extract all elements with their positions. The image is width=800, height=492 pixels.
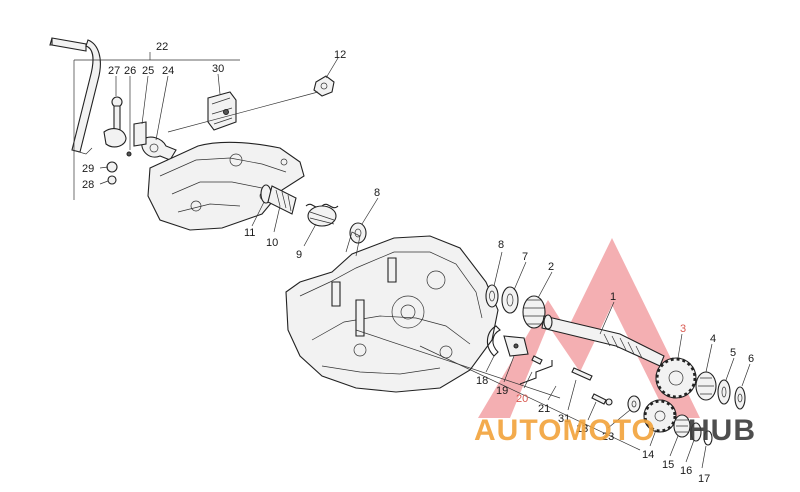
crankcase-cover (147, 141, 305, 231)
watermark-text-hub: HUB (688, 414, 756, 447)
axis-line-upper (167, 91, 319, 133)
callout-23: 23 (602, 431, 614, 443)
part-4-bearing (695, 371, 717, 401)
callout-24: 24 (162, 65, 174, 77)
callout-25: 25 (142, 65, 154, 77)
callout-14: 14 (642, 449, 654, 461)
callout-27: 27 (108, 65, 120, 77)
watermark-text-automoto: AUTOMOTO (474, 414, 656, 447)
callout-20: 20 (516, 393, 528, 405)
watermark-wordmark: AUTOMOTO HUB (474, 414, 756, 447)
callout-22: 22 (156, 41, 168, 53)
group-22-bracket (73, 52, 240, 200)
callout-7: 7 (522, 251, 528, 263)
axis-line-lower (419, 345, 641, 451)
part-21-pin (531, 355, 543, 365)
callout-30: 30 (212, 63, 224, 75)
watermark-mountain-inner (560, 320, 662, 418)
callout-6: 6 (748, 353, 754, 365)
callout-8-lower: 8 (498, 239, 504, 251)
part-18-spring-clip (486, 325, 501, 357)
callout-11: 11 (244, 227, 255, 239)
callout-31: 31 (558, 413, 570, 425)
part-17-circlip (703, 430, 713, 446)
callout-9: 9 (296, 249, 302, 261)
callout-26: 26 (124, 65, 136, 77)
callout-28: 28 (82, 179, 94, 191)
part-8-washer-lower (485, 284, 499, 308)
part-16-washer (690, 422, 702, 442)
callout-8-upper: 8 (374, 187, 380, 199)
part-31-bolt (571, 367, 593, 381)
crankcase-half (285, 231, 499, 393)
callout-18: 18 (476, 375, 488, 387)
part-19-plate (503, 335, 529, 357)
part-13-screw (591, 393, 613, 406)
part-12-nut (313, 75, 335, 97)
callout-16: 16 (680, 465, 692, 477)
part-20-stair-bracket (519, 360, 553, 385)
callout-29: 29 (82, 163, 94, 175)
part-30-bushing (207, 91, 237, 131)
callout-17: 17 (698, 473, 710, 485)
callout-21: 21 (538, 403, 550, 415)
callout-2: 2 (548, 261, 554, 273)
callout-12: 12 (334, 49, 346, 61)
callout-10: 10 (266, 237, 278, 249)
part-10-sleeve (267, 185, 297, 215)
part-14-gear (643, 399, 677, 433)
part-8-washer-upper (349, 222, 367, 244)
part-7-ring (501, 286, 519, 314)
leader-lines (99, 57, 751, 469)
part-5-washer (717, 379, 731, 405)
kickstart-lever (49, 37, 177, 185)
part-2-ratchet-gear (522, 295, 546, 329)
part-23-washer (627, 395, 641, 413)
callout-5: 5 (730, 347, 736, 359)
part-3-gear (655, 357, 697, 399)
callout-15: 15 (662, 459, 674, 471)
part-15-bearing (673, 414, 691, 438)
callout-1: 1 (610, 291, 616, 303)
callout-labels: 22 27 26 25 24 30 12 29 28 8 11 10 9 8 7… (82, 41, 754, 485)
part-9-spring (305, 203, 339, 227)
callout-3: 3 (680, 323, 686, 335)
part-6-washer (734, 386, 746, 410)
callout-4: 4 (710, 333, 716, 345)
callout-13: 13 (576, 423, 588, 435)
callout-19: 19 (496, 385, 508, 397)
